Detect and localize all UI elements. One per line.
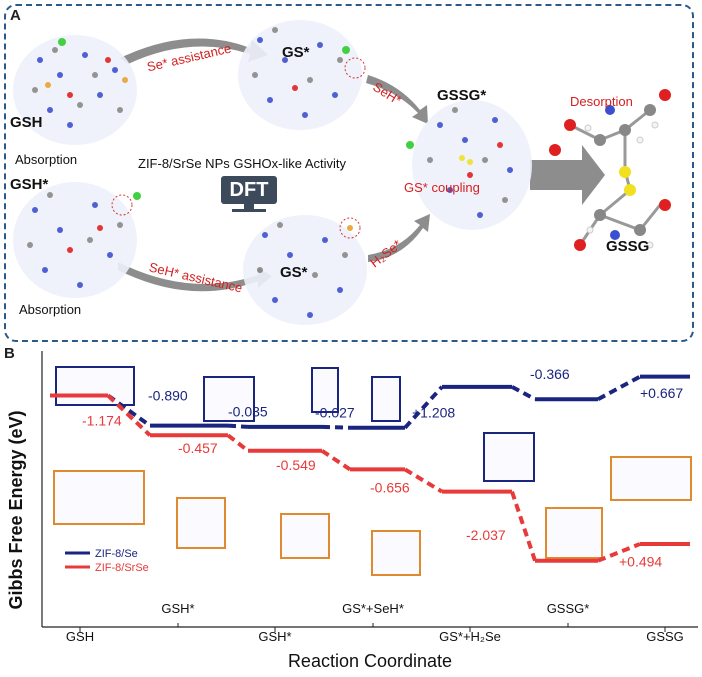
x-tick-label-bottom-0: GSH [66, 629, 94, 644]
cluster-gs-bottom [243, 215, 367, 325]
delta-label-se-1: -0.035 [228, 403, 268, 419]
connector-srse-3 [403, 467, 444, 494]
label-gs-coupling: GS* coupling [404, 180, 480, 195]
delta-label-srse-1: -0.457 [178, 440, 218, 456]
label-gsh-star: GSH* [10, 176, 49, 193]
label-gssg-star: GSSG* [437, 87, 487, 104]
connector-se-3 [403, 385, 444, 430]
arrow-bottom [118, 262, 272, 292]
legend-label-srse: ZIF-8/SrSe [95, 562, 149, 574]
arrow-desorption [530, 145, 605, 205]
connector-se-0 [106, 393, 152, 428]
connector-srse-0 [106, 394, 152, 437]
panel-a-frame [4, 4, 694, 342]
arrow-top [120, 38, 268, 64]
thumb-srse-gssg [610, 456, 692, 501]
delta-label-srse-3: -0.656 [370, 480, 410, 496]
dft-monitor-base [232, 209, 266, 212]
x-tick-label-top-2: GSSG* [547, 601, 590, 616]
connector-se-4 [511, 385, 536, 401]
y-axis-label: Gibbs Free Energy (eV) [6, 410, 26, 609]
thumb-srse-gs-h2se [371, 530, 421, 576]
thumb-srse-gsh [53, 470, 145, 525]
delta-label-srse-2: -0.549 [276, 457, 316, 473]
cluster-gs-top [238, 20, 366, 130]
legend-label-se: ZIF-8/Se [95, 548, 138, 560]
x-tick-label-bottom-2: GS*+H₂Se [439, 629, 501, 644]
thumb-srse-gsh-star [176, 497, 226, 549]
thumb-srse-gs-seh [280, 513, 330, 559]
panel-a-letter: A [10, 7, 21, 24]
legend: ZIF-8/Se ZIF-8/SrSe [65, 548, 149, 574]
arrow-to-gssg-top [366, 75, 428, 124]
connector-srse-4 [510, 491, 537, 562]
delta-label-srse-0: -1.174 [82, 412, 122, 428]
panel-a-illustration [13, 20, 671, 325]
cluster-gssg-star [406, 100, 532, 230]
x-tick-label-bottom-3: GSSG [646, 629, 684, 644]
delta-label-se-2: -0.027 [315, 404, 355, 420]
center-title: ZIF-8/SrSe NPs GSHOx-like Activity [138, 156, 347, 171]
delta-label-se-3: +1.208 [412, 404, 455, 420]
molecule-gssg [549, 89, 671, 251]
thumb-srse-gssg-star [545, 507, 603, 559]
label-gs-star-top: GS* [282, 44, 310, 61]
connector-srse-2 [320, 449, 352, 472]
delta-label-srse-5: +0.494 [619, 553, 662, 569]
connector-srse-5 [597, 542, 641, 563]
connector-se-5 [597, 374, 641, 401]
x-tick-label-bottom-1: GSH* [258, 629, 291, 644]
x-tick-label-top-1: GS*+SeH* [342, 601, 404, 616]
dft-monitor: DFT [221, 176, 277, 204]
dft-monitor-stand [244, 204, 254, 209]
label-absorption-top: Absorption [15, 152, 78, 167]
thumb-se-gssg-star [483, 432, 535, 482]
label-absorption-bottom: Absorption [19, 302, 82, 317]
thumb-se-gs-seh-2 [371, 376, 401, 422]
energy-profile-chart: Gibbs Free Energy (eV) Reaction Coordina… [6, 351, 698, 671]
label-gsh: GSH [10, 114, 43, 131]
x-ticks: GSH GSH* GS*+H₂Se GSSG GSH* GS*+SeH* GSSG* [66, 601, 684, 644]
label-gs-star-bottom: GS* [280, 264, 308, 281]
cluster-gsh [13, 35, 137, 145]
thumb-se-gsh-star [203, 376, 255, 422]
label-desorption: Desorption [570, 94, 633, 109]
energy-levels: -0.890 -0.035 -0.027 +1.208 -0.366 +0.667 -1.1… [50, 366, 690, 569]
connector-se-1 [227, 423, 249, 429]
delta-label-se-4: -0.366 [530, 366, 570, 382]
thumb-se-gsh [55, 366, 135, 406]
cluster-gsh-star [13, 182, 141, 298]
arrow-to-gssg-bottom [368, 214, 430, 262]
connector-se-2 [321, 424, 351, 430]
delta-label-srse-4: -2.037 [466, 527, 506, 543]
delta-label-se-5: +0.667 [640, 385, 683, 401]
x-axis-label: Reaction Coordinate [288, 651, 452, 671]
thumb-se-gs-seh-1 [311, 367, 339, 413]
connector-srse-1 [226, 433, 250, 453]
dft-label: DFT [229, 179, 269, 201]
label-gssg: GSSG [606, 238, 650, 255]
panel-b-letter: B [4, 345, 15, 362]
x-tick-label-top-0: GSH* [161, 601, 194, 616]
delta-label-se-0: -0.890 [148, 388, 188, 404]
